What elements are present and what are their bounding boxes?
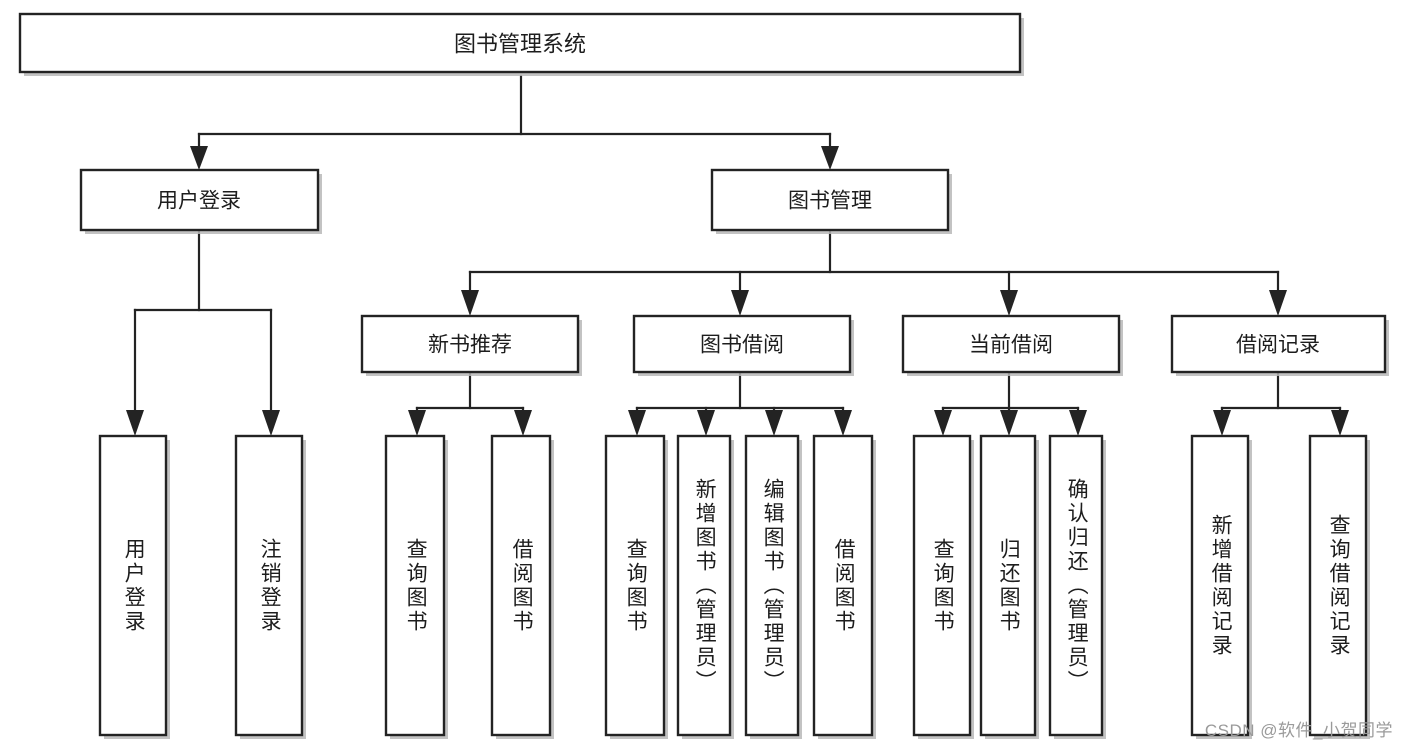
node-book-borrow-box[interactable] — [632, 314, 852, 374]
node-leaf-edit-book-box[interactable] — [744, 434, 800, 737]
leaf-node-layer — [98, 434, 1370, 739]
node-leaf-query-book-2-box[interactable] — [604, 434, 666, 737]
node-root-box[interactable] — [18, 12, 1022, 74]
node-leaf-add-book-box[interactable] — [676, 434, 732, 737]
node-leaf-borrow-book-1-box[interactable] — [490, 434, 552, 737]
node-leaf-logout[interactable] — [234, 434, 306, 739]
node-leaf-borrow-book-2-box[interactable] — [812, 434, 874, 737]
arrow-head-leaf-return-book — [1000, 410, 1018, 436]
arrow-head-new-book-rec — [461, 290, 479, 316]
arrow-head-leaf-query-book-1 — [408, 410, 426, 436]
node-leaf-edit-book[interactable] — [744, 434, 802, 739]
arrow-head-book-manage — [821, 146, 839, 170]
arrow-head-leaf-user-login — [126, 410, 144, 436]
connector-layer — [126, 74, 1349, 436]
node-book-manage[interactable]: 图书管理 — [710, 168, 952, 234]
node-borrow-record-label: 借阅记录 — [1236, 334, 1320, 357]
node-leaf-query-book-3[interactable] — [912, 434, 974, 739]
node-root-label: 图书管理系统 — [454, 32, 586, 57]
node-user-login[interactable]: 用户登录 — [79, 168, 322, 234]
node-leaf-return-book[interactable] — [979, 434, 1039, 739]
node-leaf-return-book-box[interactable] — [979, 434, 1037, 737]
watermark: CSDN @软件_小贺同学 — [1204, 721, 1393, 740]
node-new-book-rec[interactable]: 新书推荐 — [360, 314, 582, 376]
arrow-head-user-login — [190, 146, 208, 170]
node-root[interactable]: 图书管理系统 — [18, 12, 1024, 76]
node-leaf-confirm-return-box[interactable] — [1048, 434, 1104, 737]
node-new-book-rec-box[interactable] — [360, 314, 580, 374]
node-leaf-query-record[interactable] — [1308, 434, 1370, 739]
arrow-head-leaf-add-record — [1213, 410, 1231, 436]
node-book-borrow-label: 图书借阅 — [700, 334, 784, 357]
arrow-head-leaf-borrow-book-1 — [514, 410, 532, 436]
node-book-manage-label: 图书管理 — [788, 190, 872, 213]
node-borrow-record[interactable]: 借阅记录 — [1170, 314, 1389, 376]
node-leaf-user-login[interactable] — [98, 434, 170, 739]
node-leaf-query-book-3-box[interactable] — [912, 434, 972, 737]
node-user-login-label: 用户登录 — [157, 190, 241, 213]
node-leaf-query-book-1-box[interactable] — [384, 434, 446, 737]
node-leaf-query-book-2[interactable] — [604, 434, 668, 739]
node-leaf-add-book[interactable] — [676, 434, 734, 739]
arrow-head-borrow-record — [1269, 290, 1287, 316]
node-book-borrow[interactable]: 图书借阅 — [632, 314, 854, 376]
node-leaf-user-login-box[interactable] — [98, 434, 168, 737]
arrow-head-leaf-borrow-book-2 — [834, 410, 852, 436]
arrow-head-leaf-confirm-return — [1069, 410, 1087, 436]
node-current-borrow-label: 当前借阅 — [969, 334, 1053, 357]
node-borrow-record-box[interactable] — [1170, 314, 1387, 374]
arrow-head-current-borrow — [1000, 290, 1018, 316]
node-user-login-box[interactable] — [79, 168, 320, 232]
node-leaf-logout-box[interactable] — [234, 434, 304, 737]
node-leaf-borrow-book-1[interactable] — [490, 434, 554, 739]
node-leaf-query-record-box[interactable] — [1308, 434, 1368, 737]
arrow-head-leaf-query-record — [1331, 410, 1349, 436]
node-new-book-rec-label: 新书推荐 — [428, 334, 512, 357]
arrow-head-book-borrow — [731, 290, 749, 316]
arrow-head-leaf-edit-book — [765, 410, 783, 436]
node-leaf-add-record[interactable] — [1190, 434, 1252, 739]
node-leaf-add-record-box[interactable] — [1190, 434, 1250, 737]
node-leaf-query-book-1[interactable] — [384, 434, 448, 739]
node-current-borrow-box[interactable] — [901, 314, 1121, 374]
node-current-borrow[interactable]: 当前借阅 — [901, 314, 1123, 376]
arrow-head-leaf-logout — [262, 410, 280, 436]
arrow-head-leaf-query-book-3 — [934, 410, 952, 436]
arrow-head-leaf-query-book-2 — [628, 410, 646, 436]
node-leaf-borrow-book-2[interactable] — [812, 434, 876, 739]
arrow-head-leaf-add-book — [697, 410, 715, 436]
node-leaf-confirm-return[interactable] — [1048, 434, 1106, 739]
node-book-manage-box[interactable] — [710, 168, 950, 232]
